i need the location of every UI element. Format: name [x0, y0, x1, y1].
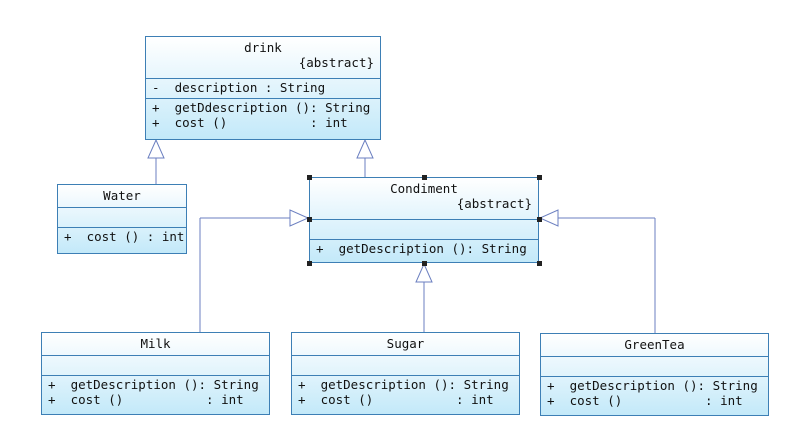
- class-name-compartment: Condiment {abstract}: [310, 178, 538, 219]
- class-sugar[interactable]: Sugar + getDescription (): String + cost…: [291, 332, 520, 415]
- selection-handle[interactable]: [537, 217, 542, 222]
- operations-compartment: + getDdescription (): String + cost () :…: [146, 98, 380, 130]
- attributes-compartment: [310, 219, 538, 239]
- class-condiment[interactable]: Condiment {abstract} + getDescription ()…: [309, 177, 539, 263]
- attributes-compartment: [58, 207, 186, 227]
- inheritance-arrowhead: [356, 138, 374, 159]
- generalization-water-drink: [147, 138, 165, 184]
- class-name-compartment: Water: [58, 185, 186, 207]
- selection-handle[interactable]: [537, 261, 542, 266]
- selection-handle[interactable]: [307, 175, 312, 180]
- selection-handle[interactable]: [537, 175, 542, 180]
- generalization-sugar-condiment: [415, 262, 433, 332]
- selection-handle[interactable]: [422, 261, 427, 266]
- class-name: Water: [103, 188, 141, 203]
- operation: + getDdescription (): String: [152, 100, 371, 115]
- operation: + getDescription (): String: [298, 377, 509, 392]
- inheritance-arrowhead: [147, 138, 165, 159]
- operations-compartment: + getDescription (): String + cost () : …: [541, 376, 768, 408]
- class-stereotype: {abstract}: [456, 196, 532, 211]
- class-name: Condiment: [390, 181, 458, 196]
- operation: + cost () : int: [152, 115, 348, 130]
- attributes-compartment: [42, 355, 269, 375]
- operations-compartment: + getDescription (): String + cost () : …: [42, 375, 269, 407]
- class-milk[interactable]: Milk + getDescription (): String + cost …: [41, 332, 270, 415]
- operation: + cost () : int: [64, 229, 185, 244]
- operation: + getDescription (): String: [48, 377, 259, 392]
- operations-compartment: + getDescription (): String: [310, 239, 538, 256]
- class-name-compartment: Sugar: [292, 333, 519, 355]
- operations-compartment: + getDescription (): String + cost () : …: [292, 375, 519, 407]
- class-name-compartment: Milk: [42, 333, 269, 355]
- class-stereotype: {abstract}: [298, 55, 374, 70]
- operations-compartment: + cost () : int: [58, 227, 186, 244]
- operation: + getDescription (): String: [316, 241, 527, 256]
- selection-handle[interactable]: [422, 175, 427, 180]
- class-name: GreenTea: [624, 337, 685, 352]
- attributes-compartment: [541, 356, 768, 376]
- operation: + cost () : int: [48, 392, 244, 407]
- operation: + getDescription (): String: [547, 378, 758, 393]
- class-name: Sugar: [386, 336, 425, 351]
- class-name: Milk: [140, 336, 171, 351]
- generalization-milk-condiment: [199, 209, 310, 332]
- class-name-compartment: drink {abstract}: [146, 37, 380, 78]
- generalization-condiment-drink: [356, 138, 374, 178]
- inheritance-arrowhead: [289, 209, 310, 227]
- generalization-greentea-condiment: [538, 209, 656, 333]
- class-water[interactable]: Water + cost () : int: [57, 184, 187, 254]
- selection-handle[interactable]: [307, 261, 312, 266]
- selection-handle[interactable]: [307, 217, 312, 222]
- attributes-compartment: [292, 355, 519, 375]
- operation: + cost () : int: [547, 393, 743, 408]
- class-drink[interactable]: drink {abstract} - description : String …: [145, 36, 381, 140]
- class-greentea[interactable]: GreenTea + getDescription (): String + c…: [540, 333, 769, 416]
- class-name-compartment: GreenTea: [541, 334, 768, 356]
- attribute: - description : String: [152, 80, 326, 95]
- operation: + cost () : int: [298, 392, 494, 407]
- class-name: drink: [244, 40, 282, 55]
- inheritance-arrowhead: [538, 209, 559, 227]
- inheritance-arrowhead: [415, 262, 433, 283]
- attributes-compartment: - description : String: [146, 78, 380, 98]
